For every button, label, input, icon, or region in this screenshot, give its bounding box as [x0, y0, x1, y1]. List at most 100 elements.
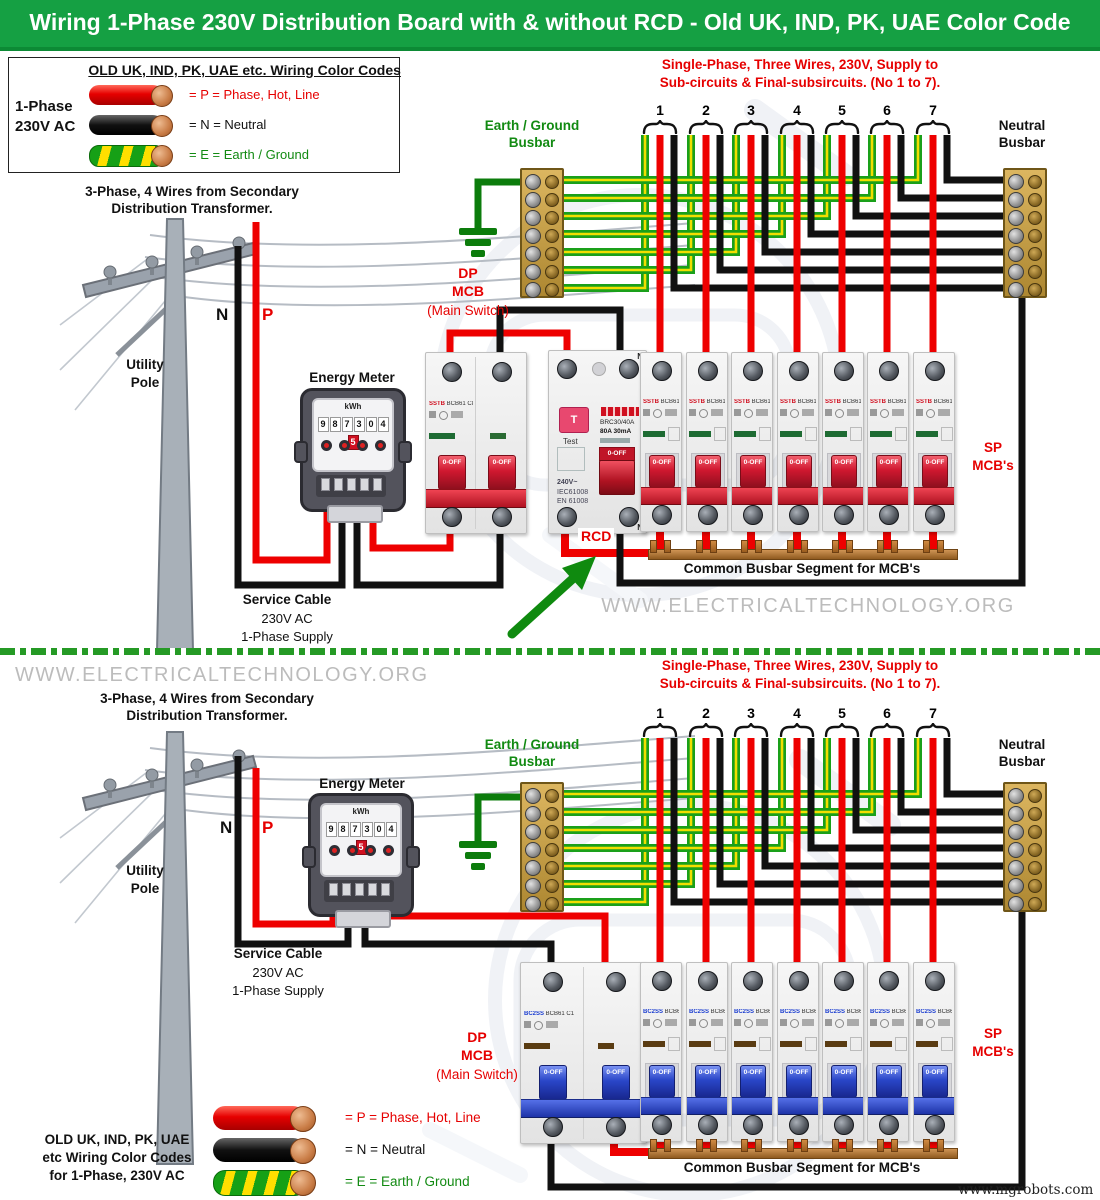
- section-divider: [0, 648, 1100, 655]
- legend-bottom-line3: for 1-Phase, 230V AC: [49, 1168, 185, 1183]
- wire: [560, 135, 649, 292]
- label-small-box: [850, 427, 862, 441]
- sp-mcb-label-b1: SP: [983, 1026, 1003, 1041]
- busbar-prong: [741, 540, 748, 553]
- terminal-hole: [545, 247, 559, 261]
- label-band: [490, 433, 506, 439]
- common-busbar-label-b: Common Busbar Segment for MCB's: [683, 1160, 921, 1175]
- cert-mark: [790, 409, 799, 418]
- wire: [897, 738, 1003, 816]
- sp-mcb-breaker: SSTB BCB61 C80-OFF: [822, 352, 864, 532]
- cert-mark: [938, 1019, 950, 1026]
- watermark-top: WWW.ELECTRICALTECHNOLOGY.ORG: [601, 595, 1015, 617]
- wire: [560, 135, 829, 218]
- breaker-screw: [925, 1115, 945, 1135]
- legend-earth-label: = E = Earth / Ground: [189, 147, 309, 162]
- meter-bottom-tab: [327, 505, 383, 523]
- meter-terminal-tooth: [342, 883, 351, 896]
- terminal-hole: [545, 265, 559, 279]
- circuit-number: 5: [838, 102, 846, 118]
- breaker-cross-bar: [732, 1097, 772, 1115]
- legend-b-earth-label: = E = Earth / Ground: [345, 1174, 470, 1189]
- utility-pole-illustration: [59, 731, 696, 1165]
- sp-mcb-breaker: BC2SS BCB61 C10-OFF: [913, 962, 955, 1142]
- label-small-box: [714, 1037, 726, 1051]
- earth-busbar-top: [520, 168, 564, 298]
- breaker-screw: [557, 359, 577, 379]
- transformer-text-line1: 3-Phase, 4 Wires from Secondary: [85, 184, 299, 199]
- wire: [547, 906, 1026, 1191]
- breaker-screw: [652, 361, 672, 381]
- cert-mark: [734, 1019, 741, 1026]
- cert-mark: [429, 411, 436, 418]
- meter-digit: 3: [353, 417, 365, 432]
- terminal-screw: [525, 228, 541, 244]
- service-cable-b1: Service Cable: [233, 946, 323, 961]
- cert-mark: [926, 1019, 935, 1028]
- breaker-brand: BC2SS: [689, 1009, 710, 1015]
- neutral-busbar-label-b2: Busbar: [998, 754, 1046, 769]
- blank-plug: [592, 362, 606, 376]
- breaker-cross-bar: [778, 487, 818, 505]
- dp-mcb-label-1: DP: [458, 265, 478, 281]
- wire: [560, 135, 738, 254]
- label-band: [825, 431, 847, 437]
- meter-bottom-tab: [335, 910, 391, 928]
- busbar-prong: [755, 1139, 762, 1152]
- cert-mark: [756, 1019, 768, 1026]
- label-band: [524, 1043, 550, 1049]
- terminal-hole: [545, 861, 559, 875]
- breaker-brand: BC2SS: [870, 1009, 891, 1015]
- breaker-switch: 0-OFF: [831, 455, 857, 488]
- utility-pole-label-b2: Pole: [130, 881, 160, 896]
- cert-mark: [847, 409, 859, 416]
- neutral-busbar-label-b1: Neutral: [998, 737, 1046, 752]
- label-small-box: [714, 427, 726, 441]
- terminal-hole: [1028, 283, 1042, 297]
- cert-mark: [892, 409, 904, 416]
- busbar-prong: [650, 1139, 657, 1152]
- circuit-number: 6: [883, 102, 891, 118]
- legend-neutral-label: = N = Neutral: [189, 117, 267, 132]
- rcd-test-button[interactable]: T: [559, 407, 589, 433]
- wire: [670, 738, 1003, 906]
- service-cable-b3: 1-Phase Supply: [232, 983, 324, 998]
- breaker-screw: [789, 505, 809, 525]
- transformer-text-b2: Distribution Transformer.: [126, 708, 288, 723]
- cert-mark: [802, 409, 814, 416]
- meter-dot: [346, 845, 358, 856]
- meter-terminal-tooth: [360, 478, 369, 491]
- common-busbar-label: Common Busbar Segment for MCB's: [683, 561, 921, 576]
- wire: [670, 135, 1003, 292]
- sp-mcb-label-2: MCB's: [972, 458, 1014, 473]
- busbar-prong: [664, 540, 671, 553]
- meter-unit-label: kWh: [352, 807, 370, 816]
- breaker-brand-text: SSTB BCB61 C8: [689, 399, 725, 405]
- label-band: [689, 1041, 711, 1047]
- breaker-switch: 0-OFF: [695, 1065, 721, 1098]
- busbar-prong: [937, 540, 944, 553]
- busbar-prong: [891, 1139, 898, 1152]
- energy-meter-label-b: Energy Meter: [319, 776, 405, 791]
- breaker-cross-bar: [641, 487, 681, 505]
- terminal-hole: [545, 807, 559, 821]
- busbar-prong: [741, 1139, 748, 1152]
- breaker-brand-text: BC2SS BCB61 C1: [689, 1009, 725, 1015]
- breaker-screw: [743, 505, 763, 525]
- dp-mcb-label-2: MCB: [452, 283, 484, 299]
- terminal-screw: [1008, 264, 1024, 280]
- busbar-prong: [846, 1139, 853, 1152]
- terminal-screw: [1008, 860, 1024, 876]
- circuit-brace: [824, 723, 860, 737]
- terminal-screw: [1008, 824, 1024, 840]
- breaker-switch: 0-OFF: [876, 1065, 902, 1098]
- cert-mark: [653, 409, 662, 418]
- cert-mark: [744, 1019, 753, 1028]
- rcd-rating: 80A 30mA: [600, 428, 632, 435]
- utility-pole-label-b1: Utility: [126, 863, 164, 878]
- meter-digit: 3: [361, 822, 373, 837]
- neutral-busbar-top: [1003, 168, 1047, 298]
